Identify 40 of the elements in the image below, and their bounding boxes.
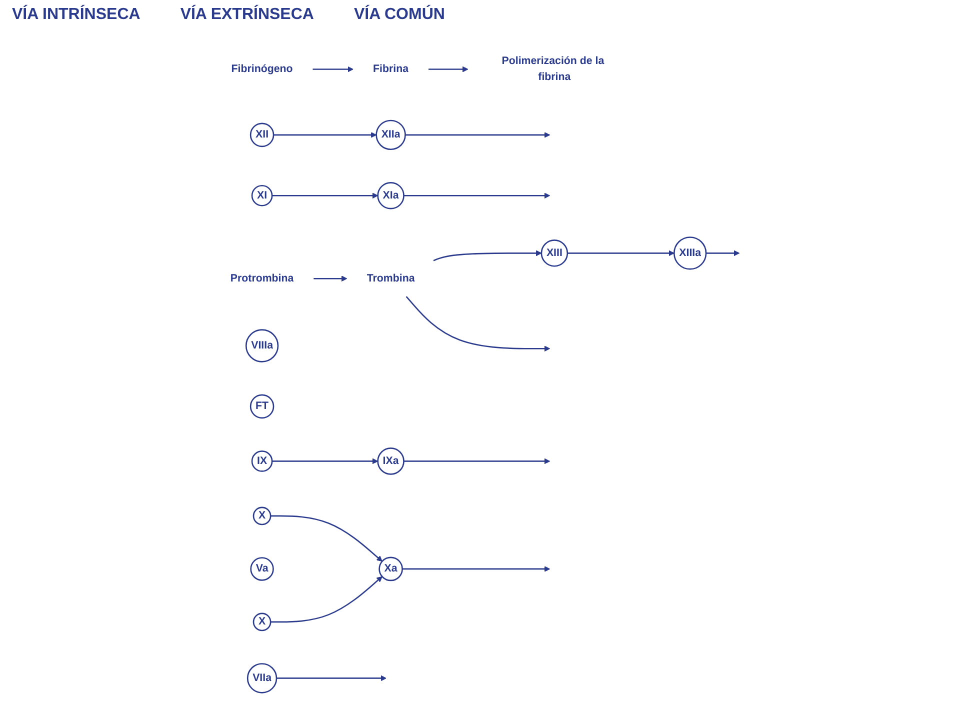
node-text: Fibrina <box>373 63 409 75</box>
arrow <box>272 458 378 464</box>
node-circle: IXa <box>377 448 404 475</box>
arrow <box>274 132 377 138</box>
arrow <box>406 296 550 352</box>
arrow <box>270 576 382 623</box>
node-text: Trombina <box>366 272 415 284</box>
arrow <box>405 132 550 138</box>
section-heading: VÍA EXTRÍNSECA <box>180 6 314 25</box>
node-circle: IX <box>251 450 273 472</box>
node-circle: Va <box>250 557 274 581</box>
node-circle: X <box>252 612 272 632</box>
arrow <box>404 458 550 464</box>
arrow <box>428 66 468 72</box>
section-heading: VÍA COMÚN <box>354 6 445 25</box>
arrow <box>706 250 740 256</box>
node-circle: XII <box>250 122 274 148</box>
node-text: Fibrinógeno <box>231 63 293 75</box>
arrow <box>433 250 542 262</box>
arrow <box>270 515 382 562</box>
arrow <box>402 566 550 572</box>
node-circle: VIIIa <box>245 329 279 362</box>
arrow <box>314 276 348 282</box>
arrow <box>567 250 674 256</box>
arrow <box>276 675 386 682</box>
node-circle: XIIIa <box>673 236 707 270</box>
node-circle: XIa <box>377 182 404 210</box>
node-text: Polimerización de la fibrina <box>502 55 604 83</box>
node-circle: X <box>252 506 272 526</box>
node-circle: XIIa <box>376 120 406 150</box>
arrow <box>312 66 354 72</box>
section-heading: VÍA INTRÍNSECA <box>12 6 140 25</box>
node-circle: Xa <box>378 556 403 582</box>
node-circle: XIII <box>540 240 568 267</box>
node-circle: XI <box>251 184 273 206</box>
node-circle: FT <box>250 394 274 419</box>
arrow <box>272 192 378 199</box>
node-text: Protrombina <box>230 272 294 284</box>
arrow <box>404 192 550 199</box>
node-circle: VIIa <box>246 663 278 694</box>
